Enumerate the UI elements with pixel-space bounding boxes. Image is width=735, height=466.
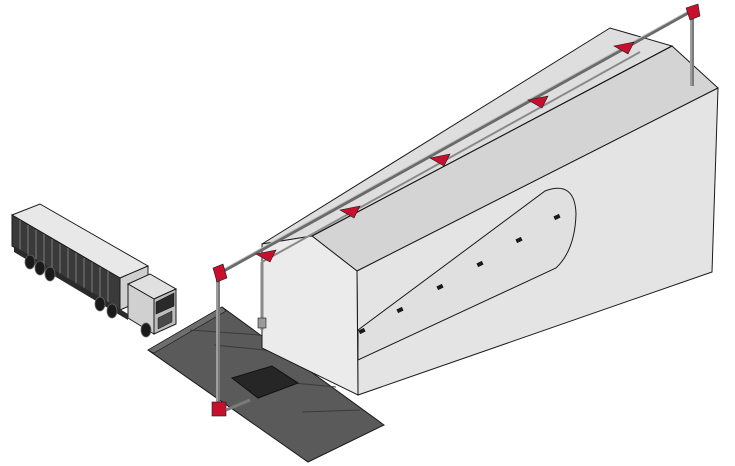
truck-grille	[157, 310, 173, 330]
vent-marker	[476, 260, 484, 268]
front-post-feed	[225, 398, 251, 412]
ramp-seam	[189, 329, 261, 336]
roof-pipe-highlight	[221, 9, 691, 271]
container-truck	[10, 203, 178, 338]
ramp-drain-grate	[230, 365, 300, 399]
overhead-pipe-system	[211, 3, 701, 417]
truck-windshield	[155, 292, 175, 315]
spray-nozzle	[339, 205, 361, 219]
rear-post-cap	[685, 3, 701, 21]
gable-drop-fitting	[257, 317, 267, 329]
vent-marker	[436, 283, 444, 291]
spray-nozzle	[255, 249, 277, 263]
front-post-cap	[212, 263, 228, 283]
gable-hall-building	[261, 27, 719, 396]
spray-nozzle	[613, 41, 635, 55]
truck-wheels	[24, 254, 152, 338]
side-door-outline	[357, 187, 577, 361]
vent-marker	[553, 213, 561, 221]
vent-marker	[358, 327, 366, 335]
ramp-end-lip	[147, 306, 227, 354]
spray-nozzle	[429, 153, 451, 167]
spray-nozzle	[527, 95, 549, 109]
vent-marker	[396, 306, 404, 314]
front-post-base	[211, 401, 227, 417]
ramp-seam	[301, 409, 361, 413]
roof-pipe-secondary	[261, 51, 641, 263]
building-ridge	[311, 45, 673, 237]
truck-container-ribs	[19, 220, 109, 302]
vent-marker	[515, 236, 523, 244]
roof-pipe	[221, 10, 691, 274]
drive-over-ramp	[147, 306, 385, 463]
